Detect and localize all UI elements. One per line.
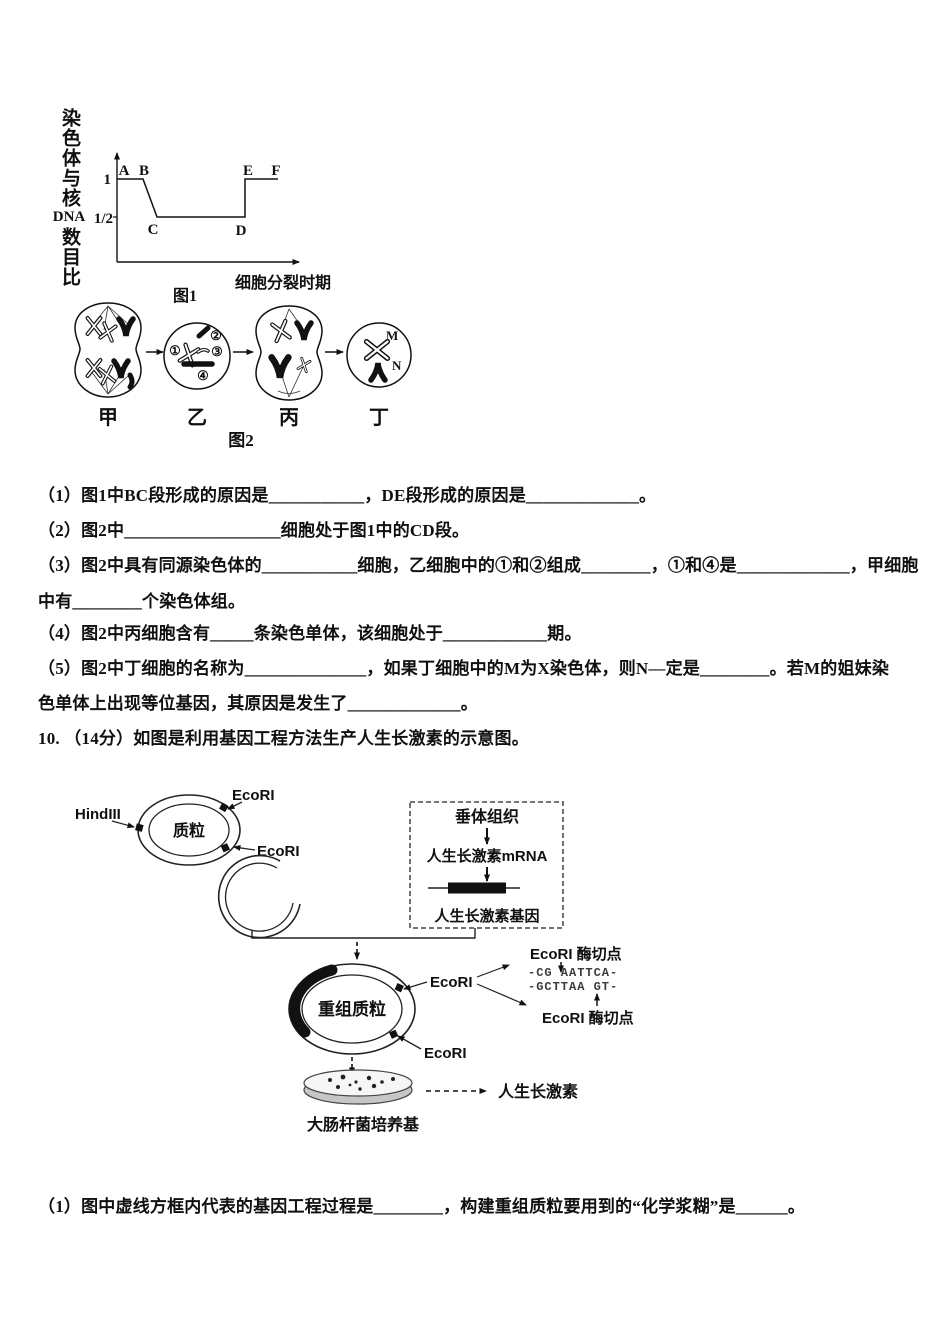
- sequence-top-strand: -CG AATTCA-: [528, 966, 618, 980]
- chromosome-M-label: M: [386, 328, 398, 343]
- cell-ding-label: 丁: [369, 407, 389, 429]
- mrna-label: 人生长激素mRNA: [427, 847, 548, 865]
- fig1-ratio-chart: 1 1/2 A B C D E F 细胞分裂时期 图1: [95, 152, 331, 305]
- ecoRI-pointer-4: [397, 1035, 422, 1050]
- ecoRI-label-4: EcoRI: [424, 1045, 467, 1062]
- product-label: 人生长激素: [498, 1082, 578, 1101]
- fig3-gene-engineering-diagram: 质粒 HindIII EcoRI EcoRI 垂体组织 人生长激素mRNA 人生…: [75, 787, 634, 1134]
- chromosome-4-label: ④: [197, 368, 209, 383]
- q9-line7: 色单体上出现等位基因，其原因是发生了_____________。: [38, 694, 478, 713]
- chromosome-N-label: N: [392, 358, 402, 373]
- fig1-y-axis-label: 染色体与核 DNA 数目比: [50, 108, 88, 287]
- plasmid: 质粒: [135, 794, 241, 866]
- recombinant-plasmid: 重组质粒: [288, 963, 416, 1055]
- fig1-tick-1: 1: [104, 172, 112, 188]
- q9-line3: （3）图2中具有同源染色体的___________细胞，乙细胞中的①和②组成__…: [38, 556, 919, 575]
- gene-label: 人生长激素基因: [434, 907, 539, 925]
- chromosome-2-label: ②: [210, 328, 222, 343]
- joining-bracket: [251, 928, 476, 939]
- fork-line-upper: [476, 964, 510, 978]
- sequence-bottom-strand: -GCTTAA GT-: [528, 980, 618, 994]
- ecoRI-pointer-3: [403, 981, 428, 990]
- plasmid-label: 质粒: [173, 821, 205, 840]
- fig2-caption: 图2: [228, 431, 254, 450]
- fig2-cell-diagrams: ① ② ③ ④ M N 甲 乙: [74, 302, 412, 450]
- q9-line6: （5）图2中丁细胞的名称为______________，如果丁细胞中的M为X染色…: [38, 659, 890, 678]
- ecoRI-pointer-2: [233, 844, 256, 851]
- fig1-y-label-bottom: 数目比: [59, 227, 80, 287]
- cell-yi-label: 乙: [187, 407, 207, 429]
- cell-yi: ① ② ③ ④: [163, 322, 231, 390]
- cell-jia: [74, 302, 142, 398]
- fig1-ratio-curve: [117, 178, 278, 218]
- fig1-caption: 图1: [173, 287, 197, 305]
- fig1-point-E: E: [243, 163, 253, 179]
- q9-line5: （4）图2中丙细胞含有_____条染色单体，该细胞处于____________期…: [38, 624, 582, 643]
- fig1-point-A: A: [119, 163, 130, 179]
- petri-dish: [303, 1069, 413, 1105]
- ecoRI-label-1: EcoRI: [232, 787, 275, 804]
- cell-bing-label: 丙: [279, 407, 299, 429]
- q9-line1: （1）图1中BC段形成的原因是___________，DE段形成的原因是____…: [38, 486, 657, 505]
- fig1-tick-half: 1/2: [95, 211, 113, 227]
- pituitary-process-box: 垂体组织 人生长激素mRNA 人生长激素基因: [409, 801, 564, 929]
- recombinant-plasmid-label: 重组质粒: [318, 999, 386, 1019]
- cut-site-label-top: EcoRI 酶切点: [530, 945, 622, 963]
- q9-line2: （2）图2中__________________细胞处于图1中的CD段。: [38, 521, 470, 540]
- cell-ding: M N: [346, 322, 412, 388]
- chromosome-1-label: ①: [169, 343, 181, 358]
- cut-site-detail: EcoRI 酶切点 -CG AATTCA- -GCTTAA GT- EcoRI …: [528, 945, 634, 1027]
- q10-sub1: （1）图中虚线方框内代表的基因工程过程是________，构建重组质粒要用到的“…: [38, 1197, 806, 1216]
- cell-jia-label: 甲: [98, 407, 118, 429]
- ecoRI-label-2: EcoRI: [257, 843, 300, 860]
- hind3-pointer: [111, 820, 135, 829]
- dish-label: 大肠杆菌培养基: [307, 1115, 420, 1134]
- chromosome-3-label: ③: [211, 344, 223, 359]
- fig1-axes: [113, 152, 300, 265]
- hind3-label: HindIII: [75, 806, 121, 823]
- q10-intro: 10. （14分）如图是利用基因工程方法生产人生长激素的示意图。: [38, 729, 529, 748]
- fig1-y-label-top: 染色体与核: [59, 108, 80, 208]
- cut-plasmid: [217, 854, 301, 939]
- q9-line4: 中有________个染色体组。: [38, 592, 246, 611]
- fork-line-lower: [476, 983, 527, 1006]
- fig1-point-D: D: [236, 223, 247, 239]
- fig1-x-axis-label: 细胞分裂时期: [235, 273, 331, 292]
- ecoRI-pointer-1: [227, 801, 243, 810]
- fig1-y-label-dna: DNA: [52, 209, 86, 225]
- growth-hormone-gene-bar: [448, 882, 506, 894]
- fig1-point-F: F: [271, 163, 280, 179]
- fig1-point-C: C: [148, 222, 159, 238]
- ecoRI-label-3: EcoRI: [430, 974, 473, 991]
- fig1-point-B: B: [139, 163, 149, 179]
- pituitary-tissue-label: 垂体组织: [455, 807, 519, 826]
- cut-site-label-bottom: EcoRI 酶切点: [542, 1009, 634, 1027]
- cell-bing: [255, 305, 323, 401]
